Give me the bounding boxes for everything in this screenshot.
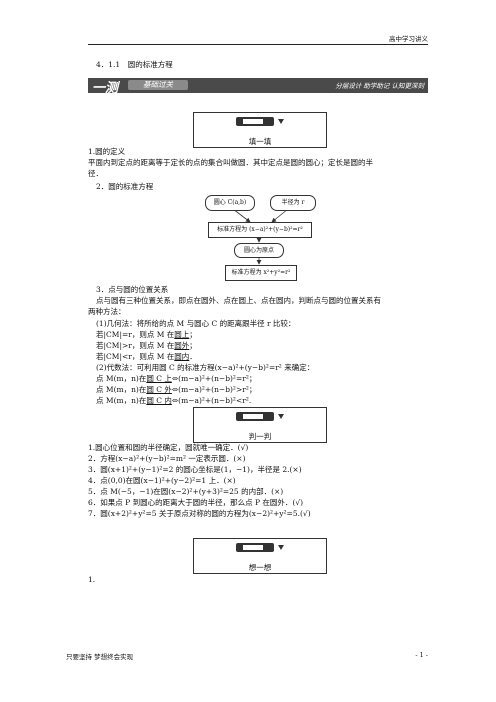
judge-item: 5．点 M(−5，−1)在圆(x−2)²+(y+3)²=25 的内部．(×)	[88, 487, 284, 496]
s3-geo-1: 若|CM|=r，则点 M 在圆上；	[96, 330, 197, 340]
text: ⇔(m−a)²+(n−b)²<r².	[171, 396, 252, 405]
s3-title: 3．点与圆的位置关系	[96, 285, 169, 294]
text: 若|CM|<r，则点 M 在	[96, 352, 175, 361]
blank-answer: 圆 C 上	[146, 374, 172, 383]
banner-pill: 基础过关	[128, 80, 188, 90]
tag-icon	[236, 117, 274, 126]
s3-intro1: 点与圆有三种位置关系，即点在圆外、点在圆上、点在圆内，判断点与圆的位置关系有	[96, 296, 381, 305]
header-text: 高中学习讲义	[389, 35, 428, 43]
text: 点 M(m，n)在	[96, 374, 147, 383]
flow-center: 圆心 C(a,b)	[205, 195, 255, 211]
s2-title: 2．圆的标准方程	[96, 182, 154, 191]
judge-item: 1.圆心位置和圆的半径确定，圆就唯一确定．(√)	[88, 443, 249, 452]
text: 点 M(m，n)在	[96, 385, 147, 394]
text: ；	[189, 341, 197, 350]
triangle-down-icon	[278, 414, 284, 419]
text: 若|CM|>r，则点 M 在	[96, 341, 175, 350]
s1-title: 1.圆的定义	[88, 147, 126, 156]
triangle-down-icon	[278, 119, 284, 124]
s3-alg: (2)代数法：可利用圆 C 的标准方程(x−a)²+(y−b)²=r² 来确定：	[96, 363, 315, 372]
s3-geo: (1)几何法：将所给的点 M 与圆心 C 的距离跟半径 r 比较：	[96, 319, 296, 328]
blank-answer: 圆 C 内	[146, 396, 172, 405]
judge-item: 3．圆(x+1)²+(y−1)²=2 的圆心坐标是(1，−1)，半径是 2.(×…	[88, 465, 302, 474]
text: ．	[189, 352, 197, 361]
text: ⇔(m−a)²+(n−b)²>r²；	[171, 385, 257, 394]
triangle-down-icon	[278, 545, 284, 550]
judge-item: 6．如果点 P 到圆心的距离大于圆的半径，那么点 P 在圆外．(√)	[88, 498, 304, 507]
box-judge: 判一判	[193, 407, 327, 443]
flow-radius: 半径为 r	[270, 195, 316, 211]
box-fill-in: 填一填	[193, 112, 327, 148]
box-think: 想一想	[193, 538, 327, 574]
s3-alg-2: 点 M(m，n)在圆 C 外⇔(m−a)²+(n−b)²>r²；	[96, 385, 256, 395]
blank-answer: 圆内	[174, 352, 190, 361]
s3-intro2: 两种方法：	[88, 307, 126, 316]
judge-item: 7．圆(x+2)²+y²=5 关于原点对称的圆的方程为(x−2)²+y²=5.(…	[88, 509, 311, 518]
s3-alg-1: 点 M(m，n)在圆 C 上⇔(m−a)²+(n−b)²=r²；	[96, 374, 256, 384]
s3-alg-3: 点 M(m，n)在圆 C 内⇔(m−a)²+(n−b)²<r².	[96, 396, 251, 406]
banner-right: 分层设计 助学助记 认知更深刻	[335, 82, 424, 90]
judge-item: 4．点(0,0)在圆(x−1)²+(y−2)²=1 上．(×)	[88, 476, 236, 485]
header-rule	[88, 44, 428, 45]
think-item: 1.	[88, 575, 96, 584]
flow-eq1: 标准方程为 (x−a)²+(y−b)²=r²	[208, 222, 312, 238]
flow-origin: 圆心为原点	[234, 243, 284, 258]
blank-answer: 圆上	[174, 330, 190, 339]
s3-geo-2: 若|CM|>r，则点 M 在圆外；	[96, 341, 197, 351]
s1-line2: 径．	[88, 169, 103, 178]
box-label: 想一想	[248, 563, 272, 572]
text: ；	[189, 330, 197, 339]
banner-big: 一测	[92, 81, 119, 96]
judge-item: 2．方程(x−a)²+(y−b)²=m² 一定表示圆．(×)	[88, 454, 246, 463]
footer-left: 只要坚持 梦想终会实现	[66, 653, 134, 661]
text: 若|CM|=r，则点 M 在	[96, 330, 175, 339]
tag-icon	[236, 412, 274, 421]
box-label: 填一填	[248, 137, 272, 146]
text: ⇔(m−a)²+(n−b)²=r²；	[171, 374, 257, 383]
blank-answer: 圆外	[174, 341, 190, 350]
section-title: 4．1.1 圆的标准方程	[96, 60, 173, 69]
s1-line1: 平面内到定点的距离等于定长的点的集合叫做圆．其中定点是圆的圆心；定长是圆的半	[88, 158, 373, 167]
blank-answer: 圆 C 外	[146, 385, 172, 394]
flow-eq2: 标准方程为 x²+y²=r²	[225, 265, 297, 281]
text: 点 M(m，n)在	[96, 396, 147, 405]
tag-icon	[236, 543, 274, 552]
banner: 一测 基础过关 分层设计 助学助记 认知更深刻	[88, 78, 428, 96]
s3-geo-3: 若|CM|<r，则点 M 在圆内．	[96, 352, 197, 362]
box-label: 判一判	[248, 432, 272, 441]
page-number: - 1 -	[415, 651, 428, 659]
